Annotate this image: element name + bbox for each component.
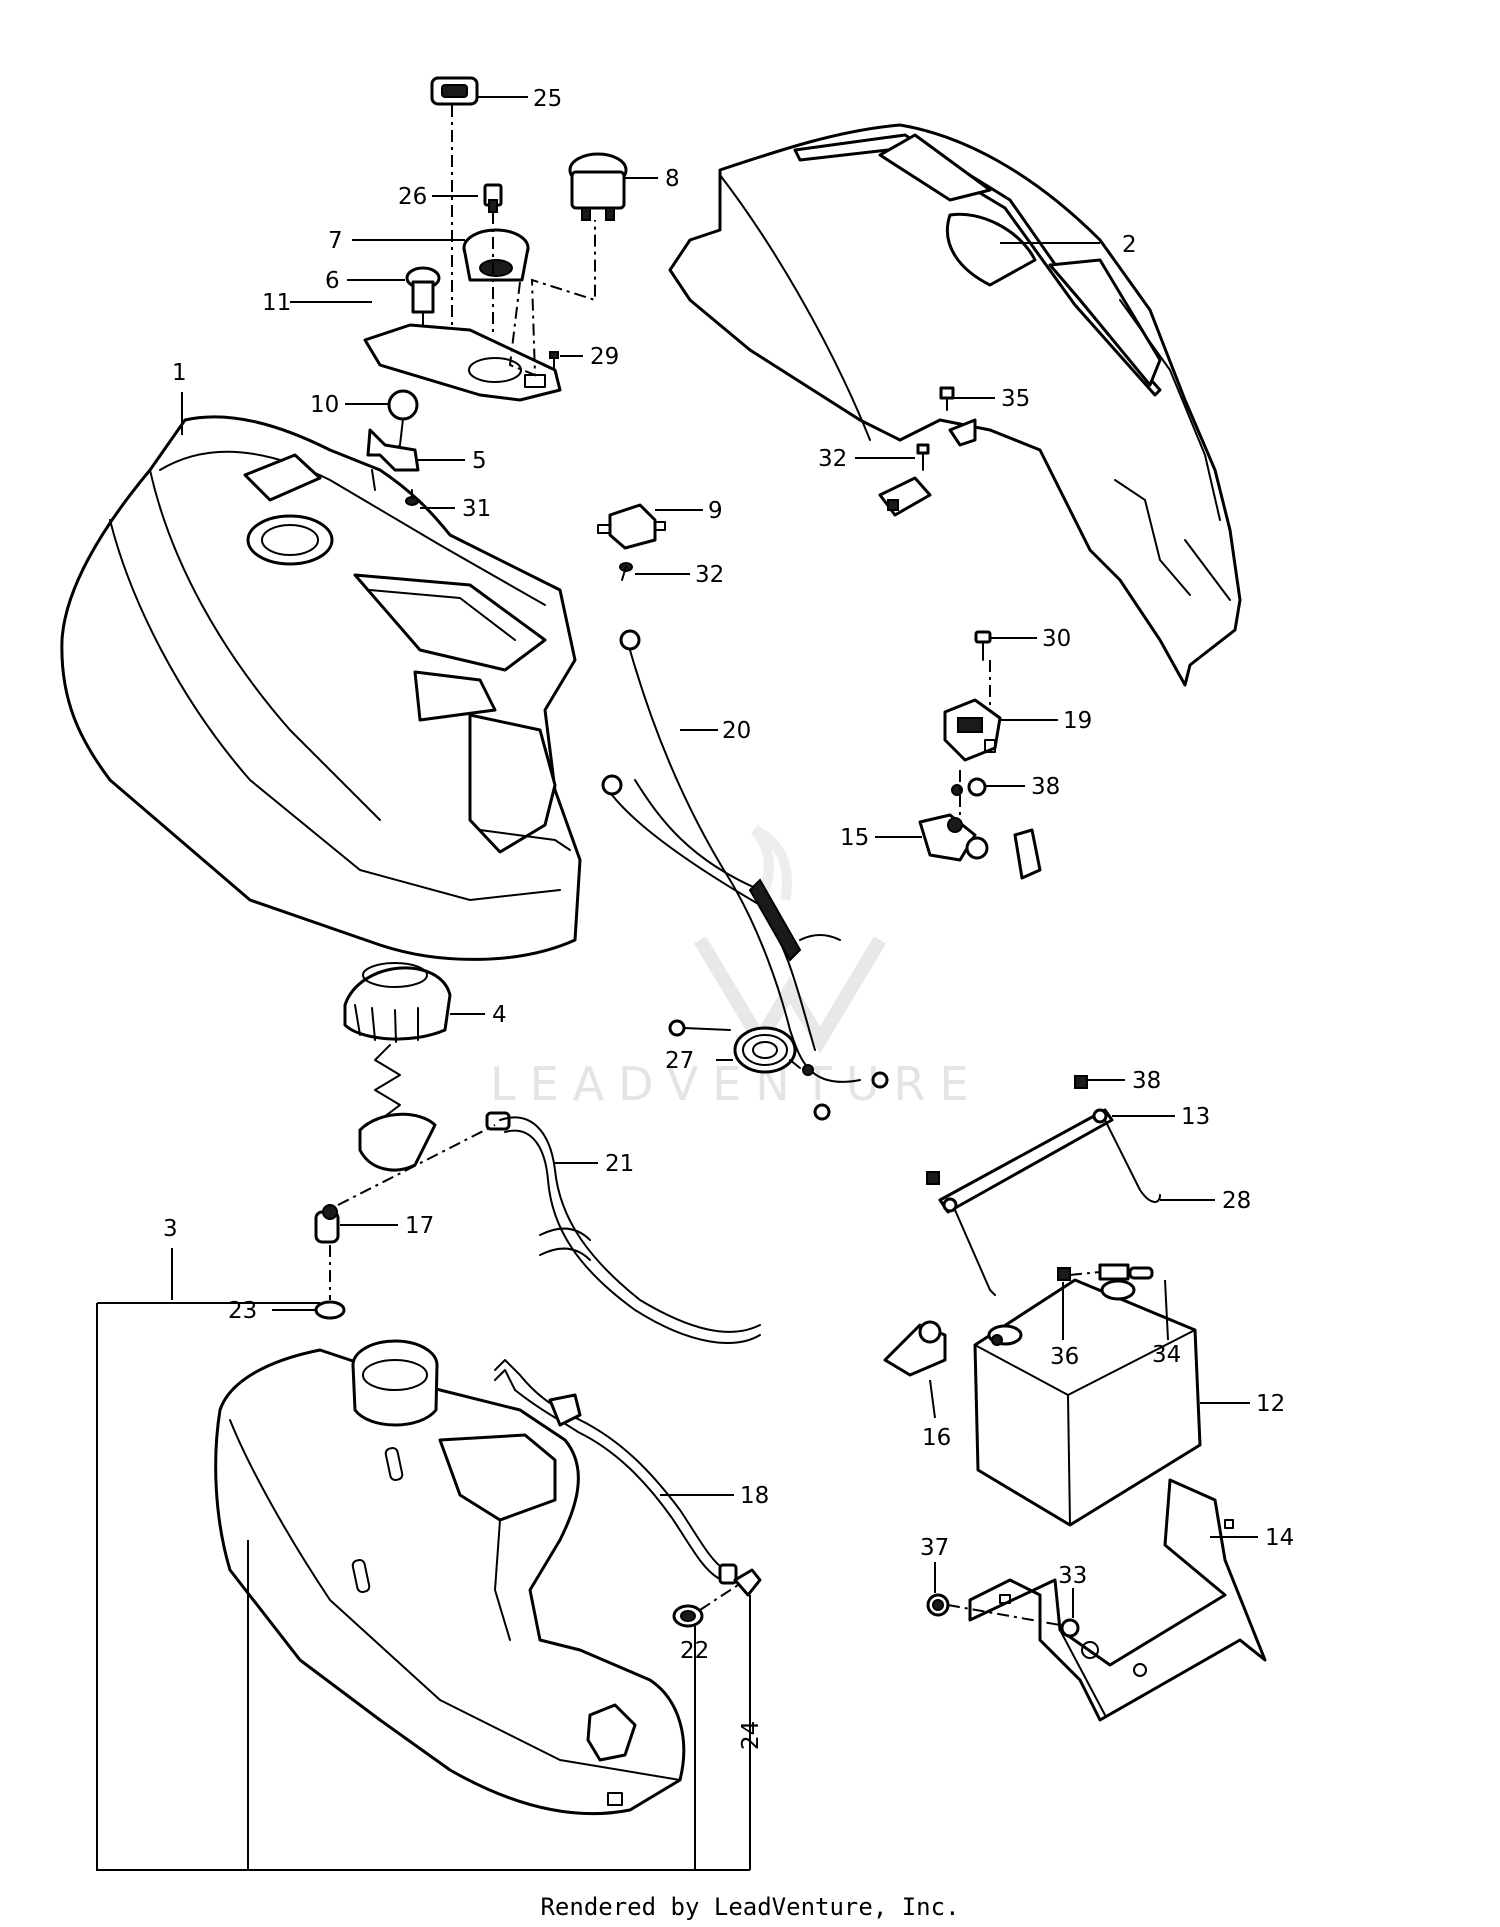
callout-25: 25 [533, 86, 562, 112]
callout-12: 12 [1256, 1391, 1285, 1417]
part-31-screw [405, 489, 419, 506]
callout-29: 29 [590, 344, 619, 370]
callout-21: 21 [605, 1151, 634, 1177]
assembly-dashed-lines [329, 105, 1101, 1626]
part-5-lever-bracket [366, 428, 420, 491]
callout-38: 38 [1031, 774, 1060, 800]
callout-5: 5 [472, 448, 487, 474]
callout-36: 36 [1050, 1344, 1079, 1370]
part-35-bracket [948, 418, 977, 447]
callout-6: 6 [325, 268, 340, 294]
callout-32b: 32 [695, 562, 724, 588]
part-33-bolt [1060, 1618, 1080, 1638]
part-21-fuel-hose [485, 1111, 761, 1344]
leader-lines [96, 96, 1258, 1871]
part-9-relay [597, 503, 666, 550]
callout-32: 32 [818, 446, 847, 472]
callout-labels: 25 26 8 7 6 11 29 2 10 1 5 31 35 32 9 32… [163, 86, 1294, 1750]
callout-37: 37 [920, 1535, 949, 1561]
part-36-nut [1057, 1267, 1071, 1281]
callout-1: 1 [172, 360, 187, 386]
part-12-battery [973, 1278, 1202, 1527]
render-credit: Rendered by LeadVenture, Inc. [540, 1893, 960, 1921]
callout-10: 10 [310, 392, 339, 418]
part-17-vent-valve [314, 1204, 340, 1244]
callout-33: 33 [1058, 1563, 1087, 1589]
callout-7: 7 [328, 228, 343, 254]
part-26-key-icon [483, 183, 503, 213]
part-18-fuel-line [494, 1359, 738, 1585]
callout-35: 35 [1001, 386, 1030, 412]
part-7-ignition-switch [462, 228, 530, 282]
part-32-seat-switch [878, 443, 932, 517]
part-2-rear-shroud [668, 123, 1242, 687]
callout-11: 11 [262, 290, 291, 316]
part-32-screw [619, 562, 633, 581]
part-8-pto-switch [568, 152, 628, 221]
callout-27: 27 [665, 1048, 694, 1074]
callout-34: 34 [1152, 1342, 1181, 1368]
callout-14: 14 [1265, 1525, 1294, 1551]
part-14-battery-tray [968, 1478, 1267, 1722]
callout-16: 16 [922, 1425, 951, 1451]
callout-15: 15 [840, 825, 869, 851]
part-25-switch-bezel [430, 76, 479, 106]
part-23-grommet [314, 1300, 346, 1320]
watermark-text: LEADVENTURE [490, 1057, 983, 1111]
callout-2: 2 [1122, 232, 1137, 258]
callout-20: 20 [722, 718, 751, 744]
part-6-throttle-knob [405, 266, 441, 331]
part-37-nut [926, 1593, 950, 1617]
part-34-bolt [1098, 1263, 1154, 1281]
callout-26: 26 [398, 184, 427, 210]
part-4-fuel-cap [343, 962, 452, 1172]
part-38-nut [951, 777, 987, 797]
part-38-nut [926, 1075, 1088, 1185]
part-13-battery-hold-down [938, 1108, 1161, 1296]
callout-3: 3 [163, 1216, 178, 1242]
part-11-dash-panel [363, 323, 562, 402]
part-24-fuel-fitting [733, 1568, 762, 1597]
callout-4: 4 [492, 1002, 507, 1028]
callout-19: 19 [1063, 708, 1092, 734]
callout-38b: 38 [1132, 1068, 1161, 1094]
part-15-terminal-boot [918, 813, 1042, 880]
part-30-screw [974, 630, 992, 661]
callout-13: 13 [1181, 1104, 1210, 1130]
watermark-logo-icon [693, 825, 887, 1054]
callout-28: 28 [1222, 1188, 1251, 1214]
part-19-solenoid [943, 698, 1002, 762]
part-20-battery-cable [601, 629, 889, 1121]
part-27-wire-coil [668, 1019, 814, 1076]
callout-24: 24 [738, 1721, 764, 1750]
part-16-terminal-boot [883, 1320, 947, 1377]
callout-31: 31 [462, 496, 491, 522]
callout-22: 22 [680, 1638, 709, 1664]
part-35-screw [939, 386, 955, 411]
part-3-fuel-tank [214, 1339, 686, 1816]
callout-23: 23 [228, 1298, 257, 1324]
part-29-screw [549, 351, 559, 371]
part-22-bushing [672, 1604, 704, 1628]
callout-30: 30 [1042, 626, 1071, 652]
callout-8: 8 [665, 166, 680, 192]
callout-9: 9 [708, 498, 723, 524]
callout-18: 18 [740, 1483, 769, 1509]
callout-17: 17 [405, 1213, 434, 1239]
part-1-console-shroud [60, 415, 582, 961]
